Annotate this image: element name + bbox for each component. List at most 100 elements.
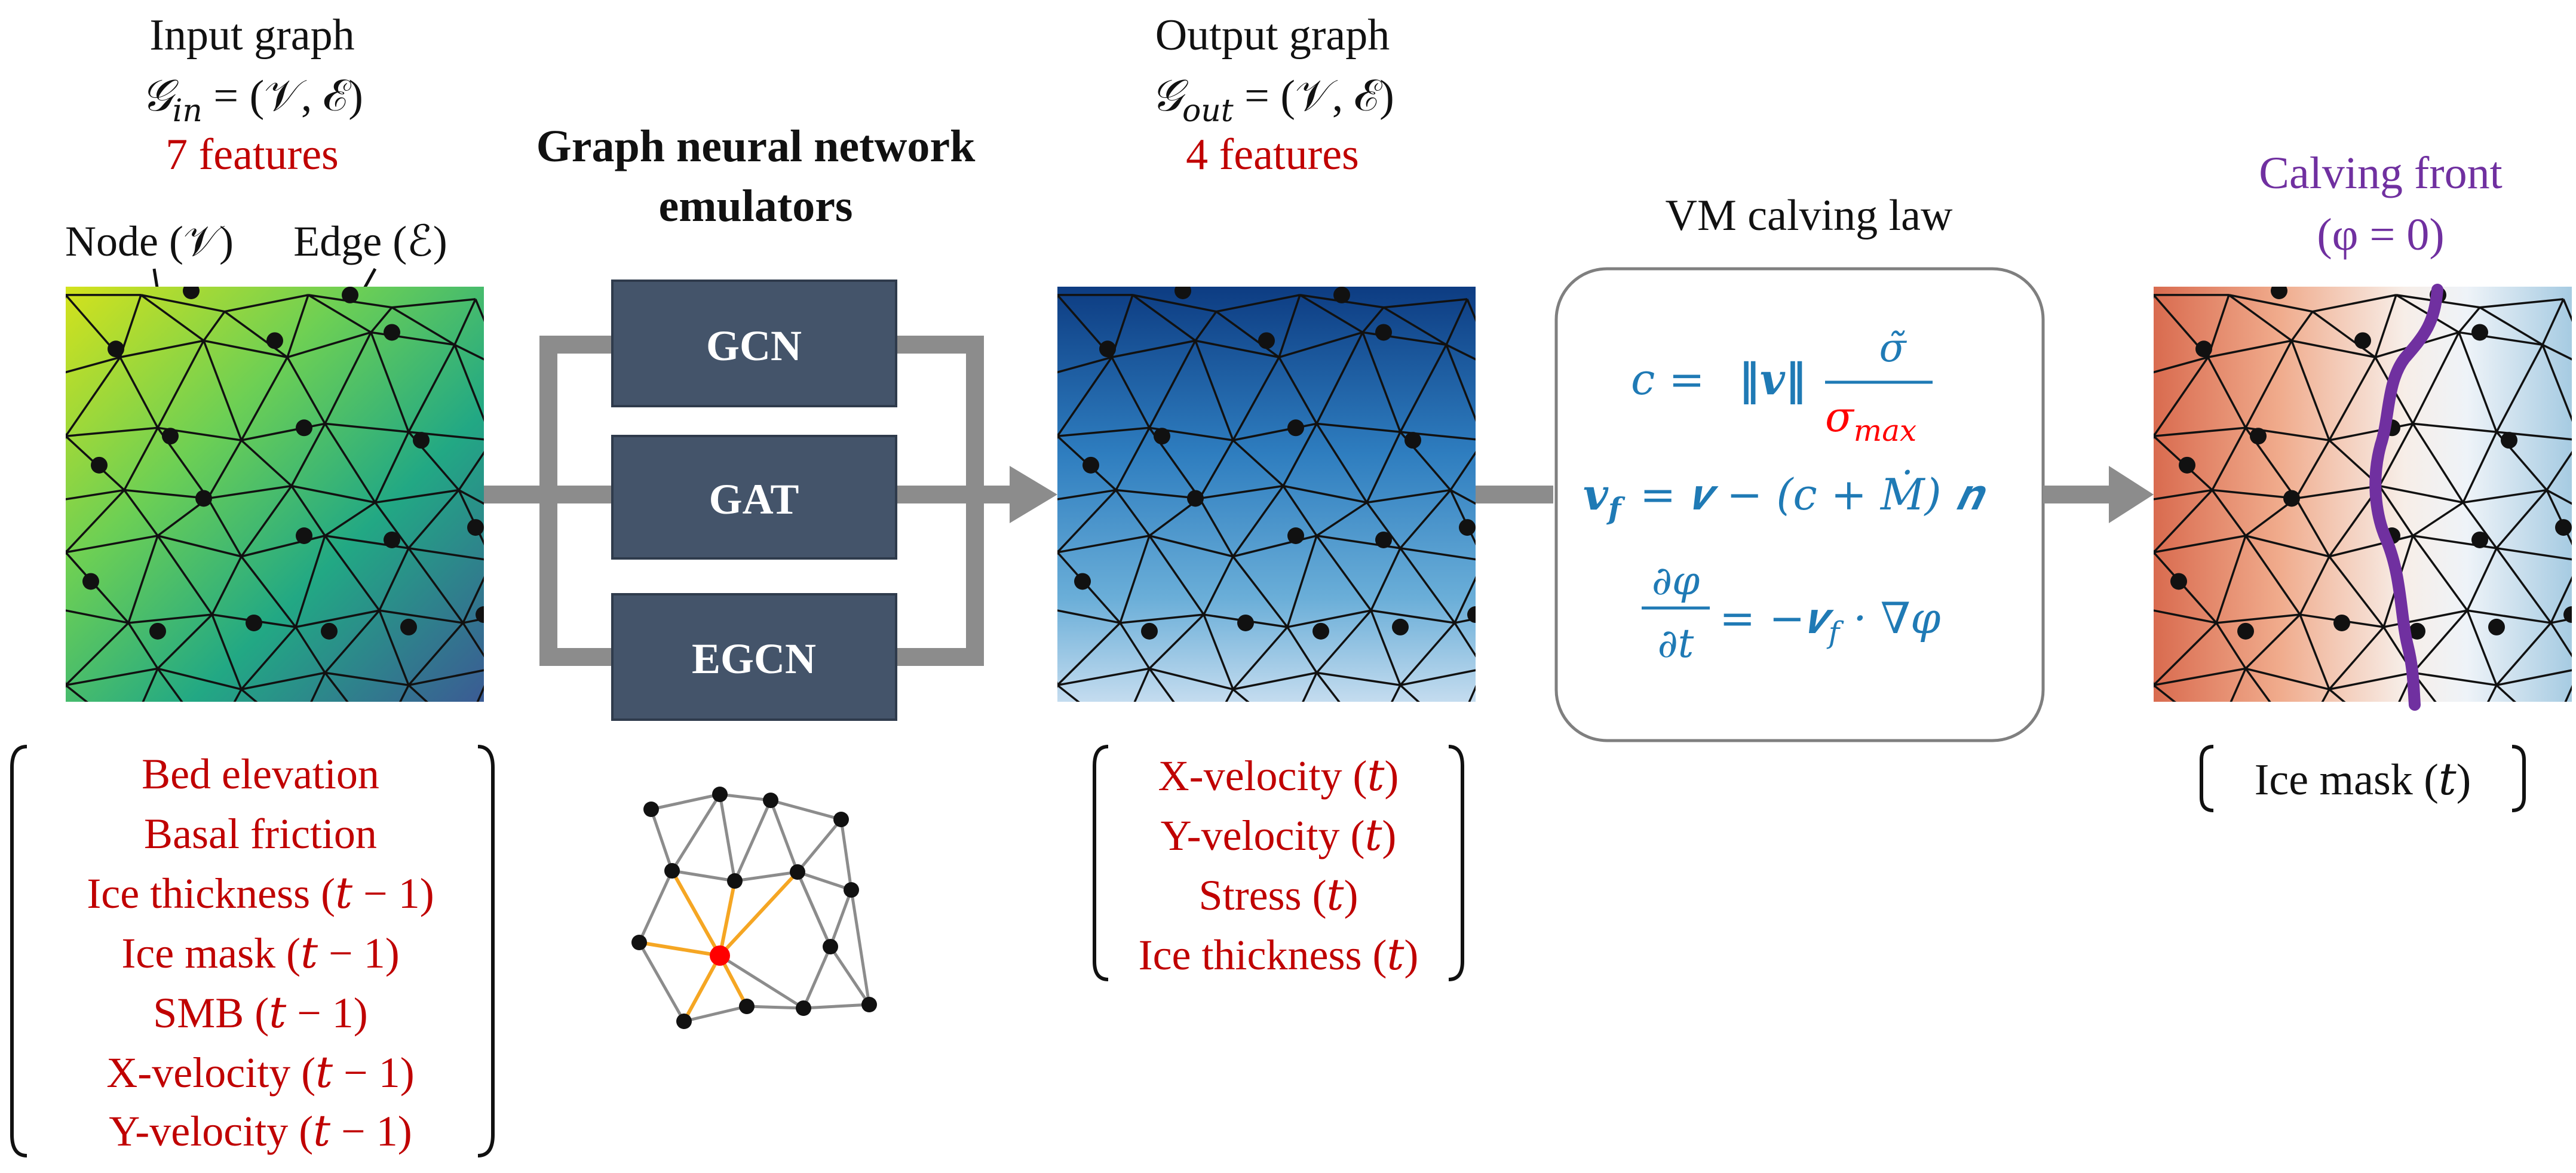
mesh-edge <box>2466 548 2498 611</box>
mesh-edge <box>1057 622 1121 686</box>
mesh-edge <box>1370 609 1455 624</box>
mesh-node <box>476 606 484 624</box>
mesh-edge <box>1232 671 1317 690</box>
mesh-node <box>413 432 430 449</box>
mesh-edge <box>157 535 242 558</box>
mp-edges <box>637 793 871 1023</box>
node-label: Node (𝒱) <box>65 217 234 265</box>
mesh-edge <box>66 436 67 440</box>
mesh-edge <box>1383 298 1468 309</box>
gnn-output-arrowhead <box>1010 466 1057 523</box>
mesh-node <box>91 456 108 474</box>
input-feature-item: SMB (𝑡 − 1) <box>153 989 368 1037</box>
mesh-edge <box>1199 484 1284 500</box>
mesh-edge <box>2328 555 2385 628</box>
mesh-node <box>296 419 312 437</box>
mesh-edge <box>2230 668 2247 702</box>
ice-mask-right-bracket <box>2511 745 2526 812</box>
mesh-edge <box>1148 613 1205 670</box>
mesh-edge <box>462 576 484 624</box>
mesh-edge <box>2244 613 2301 670</box>
mesh-node <box>1082 456 1099 474</box>
mesh-edge <box>2154 681 2155 686</box>
gnn-left-branch <box>539 336 612 666</box>
mesh-edge <box>295 609 380 628</box>
mesh-edge <box>1115 489 1151 537</box>
mesh-edge <box>66 622 130 686</box>
gnn-section: Graph neural network emulators GCN GAT E… <box>484 121 1057 1029</box>
mesh-edge <box>2154 667 2246 686</box>
mesh-node <box>2237 622 2254 640</box>
mesh-edge <box>2328 688 2346 702</box>
mesh-node <box>1459 519 1476 536</box>
mesh-edge <box>2496 669 2572 686</box>
mesh-node <box>246 614 262 631</box>
mesh-edge <box>1057 535 1150 554</box>
mesh-edge <box>1203 555 1234 615</box>
mesh-edge <box>142 668 159 702</box>
mesh-edge <box>207 484 292 500</box>
mesh-edge <box>1449 450 1476 491</box>
mesh-edge <box>2546 450 2572 491</box>
mesh-node <box>296 527 312 544</box>
eq3-numerator: ∂φ <box>1652 558 1700 604</box>
mesh-edge <box>1057 356 1112 374</box>
mesh-edge <box>2378 423 2414 487</box>
mesh-node <box>2271 287 2287 299</box>
mesh-edge <box>1366 431 1402 503</box>
mesh-edge <box>66 294 67 300</box>
mesh-node <box>1375 531 1392 548</box>
mesh-edge <box>1484 668 1496 743</box>
mesh-edge <box>1370 610 1402 686</box>
mesh-edge <box>66 426 158 437</box>
mesh-edge <box>2154 684 2176 702</box>
mesh-edge <box>1391 684 1402 702</box>
mesh-edge <box>2383 609 2468 628</box>
mesh-edge <box>66 685 67 689</box>
mesh-edge <box>140 294 205 342</box>
mesh-edge <box>2207 339 2292 358</box>
mesh-node <box>2488 618 2505 635</box>
mesh-edge <box>66 684 88 702</box>
mesh-edge <box>1453 622 1476 658</box>
mesh-edge <box>2541 299 2565 346</box>
mesh-edge <box>2312 294 2397 313</box>
input-feature-item: Ice mask (𝑡 − 1) <box>121 929 399 977</box>
mesh-edge <box>324 422 409 433</box>
mesh-edge <box>2467 735 2551 744</box>
mesh-edge <box>2216 735 2300 744</box>
mesh-node <box>1375 324 1392 341</box>
mesh-edge <box>1361 306 1385 333</box>
mesh-edge <box>1057 489 1117 500</box>
mesh-edge <box>492 615 505 668</box>
mesh-edge <box>203 311 226 342</box>
mesh-edge <box>240 439 293 487</box>
mesh-node <box>1141 622 1158 640</box>
mesh-edge <box>2542 343 2572 361</box>
mesh-edge <box>2495 344 2544 433</box>
mesh-edge <box>408 547 484 561</box>
mesh-edge <box>2154 426 2246 437</box>
mesh-edge <box>1057 433 1059 437</box>
mp-center-node <box>710 945 730 966</box>
mesh-edge <box>240 626 297 690</box>
mesh-node <box>2471 324 2488 341</box>
mesh-edge <box>378 610 410 686</box>
mesh-edge <box>324 501 376 537</box>
mesh-edge <box>454 343 484 361</box>
eq1-denominator: σmax <box>1825 392 1916 448</box>
mesh-edge <box>374 431 410 503</box>
mesh-edge <box>1131 294 1197 342</box>
mp-nodes <box>631 787 877 1029</box>
mesh-edge <box>207 498 243 557</box>
egcn-label: EGCN <box>692 635 816 683</box>
mesh-edge <box>240 688 258 702</box>
mesh-edge <box>2290 311 2314 342</box>
mesh-edge <box>2207 357 2247 429</box>
mesh-edge <box>458 489 484 505</box>
mesh-edge <box>2458 306 2481 333</box>
mesh-edge <box>370 331 410 432</box>
mesh-edge <box>128 735 212 744</box>
gnn-title-line2: emulators <box>658 181 852 231</box>
